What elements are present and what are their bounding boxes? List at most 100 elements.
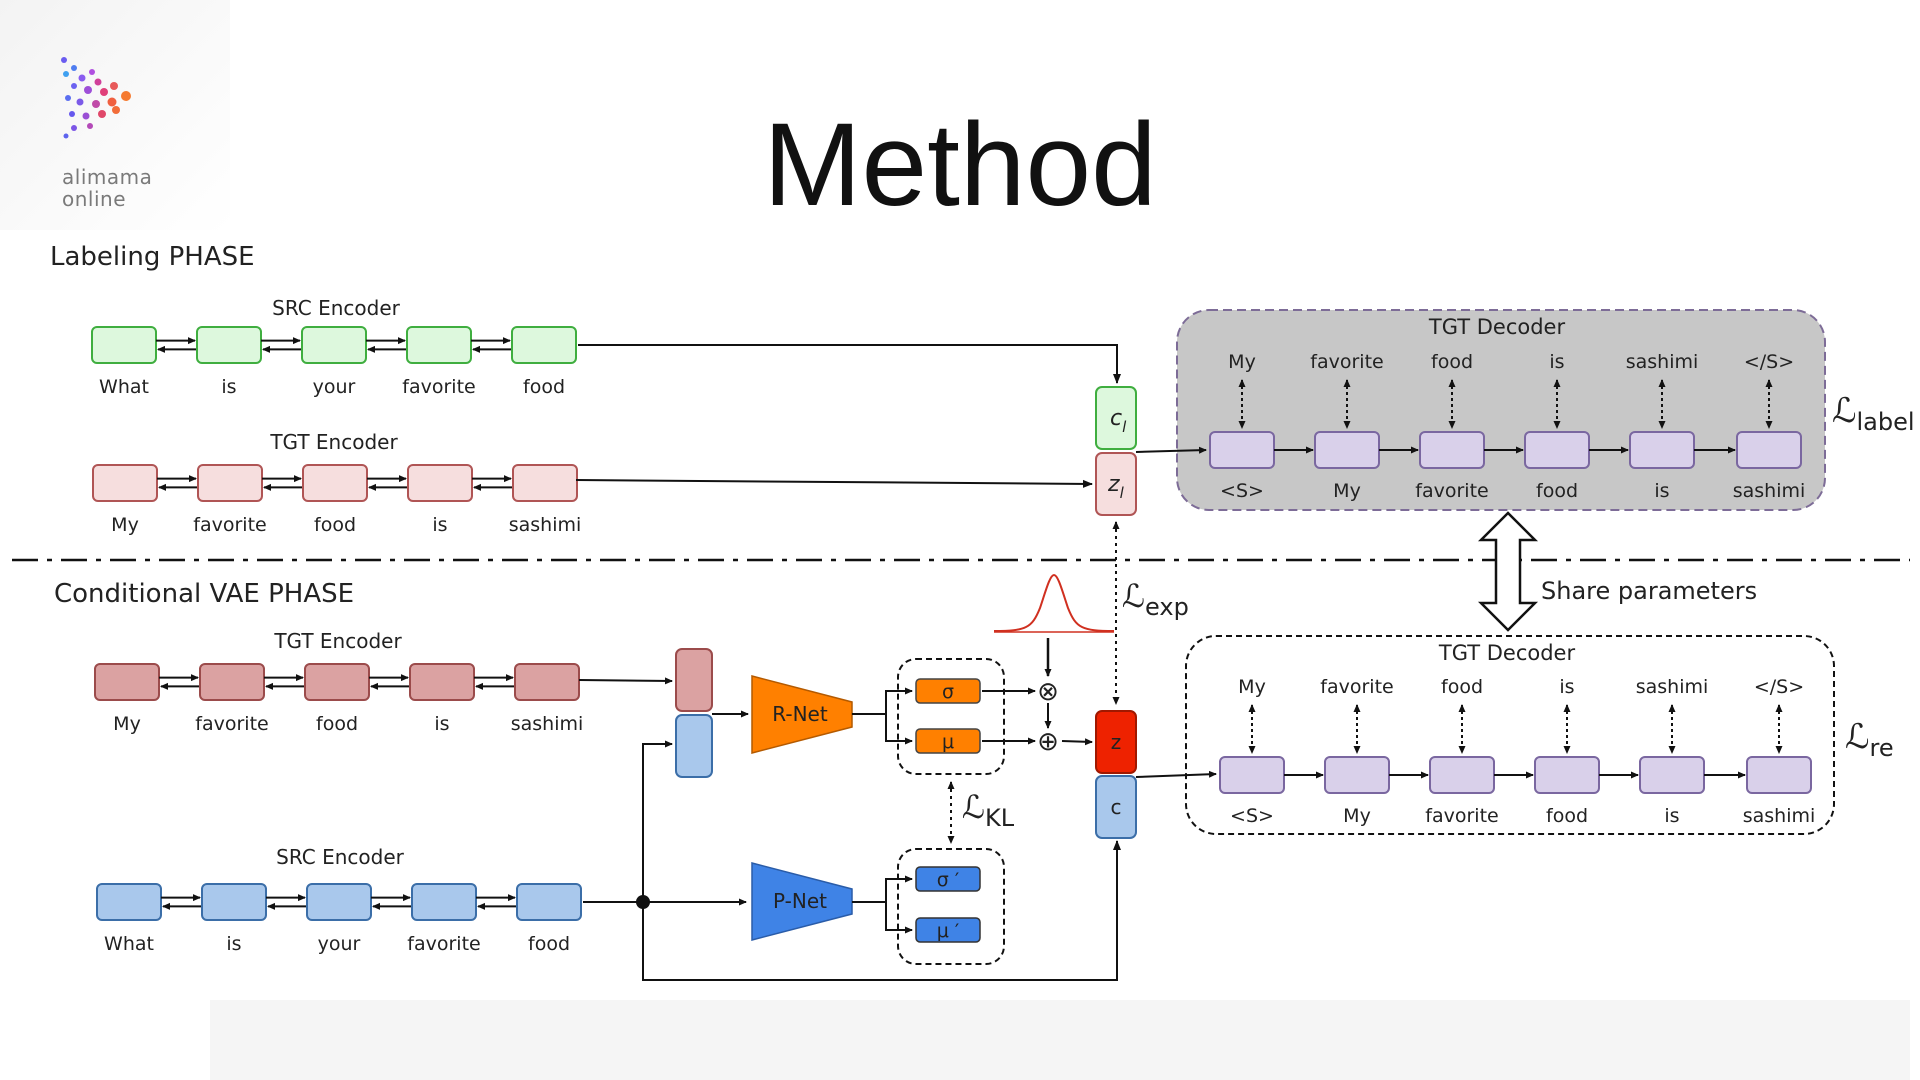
label-loss: ℒlabel [1832, 391, 1915, 436]
sigma-label: σ [942, 681, 954, 703]
label-decoder-panel [1176, 309, 1826, 511]
label-tgt-encoder-token: is [432, 514, 447, 536]
label-decoder-input-token: food [1536, 480, 1578, 502]
mu-prime-label: μ ′ [937, 920, 959, 942]
label-decoder-output-token: favorite [1310, 351, 1383, 373]
cvae-tgt-encoder-cell [409, 663, 475, 701]
cvae-src-encoder-cell [201, 883, 267, 921]
logo-text-line-1: alimama [62, 165, 153, 189]
cvae-decoder-panel [1185, 635, 1835, 835]
cvae-src-encoder-token: What [104, 933, 154, 955]
cvae-src-encoder-token: favorite [407, 933, 480, 955]
cvae-tgt-encoder-token: My [113, 713, 141, 735]
cvae-tgt-encoder-cell [304, 663, 370, 701]
exp-loss: ℒexp [1122, 577, 1189, 621]
background-shape-left [0, 0, 230, 230]
c-box [1095, 775, 1137, 839]
kl-loss: ℒKL [962, 788, 1015, 832]
cvae-decoder-cell [1534, 756, 1600, 794]
cvae-decoder-output-token: </S> [1754, 676, 1804, 698]
concat-tgt-box [675, 648, 713, 712]
branch-to-c-arrow [642, 840, 1121, 981]
sigma-box [915, 678, 981, 704]
zl-to-decoder-arrow [1135, 446, 1207, 454]
share-parameters-arrow [1477, 511, 1539, 632]
cvae-phase-label: Conditional VAE PHASE [54, 579, 354, 609]
label-src-encoder-title: SRC Encoder [272, 296, 400, 320]
gaussian-icon [993, 573, 1115, 632]
rnet-trapezoid [751, 675, 853, 754]
label-decoder-cell [1209, 431, 1275, 469]
prior-params-group [897, 848, 1005, 965]
sigma-prime-box [915, 866, 981, 892]
logo-text: alimama online [62, 166, 152, 210]
cvae-decoder-output-token: My [1238, 676, 1266, 698]
cvae-src-encoder-token: is [226, 933, 241, 955]
times-operator: ⊗ [1037, 677, 1059, 707]
label-tgt-encoder-title: TGT Encoder [269, 430, 398, 454]
pnet-trapezoid [751, 862, 853, 941]
label-src-encoder-token: food [523, 376, 565, 398]
z-label: z [1111, 730, 1122, 754]
label-tgt-encoder-cell [407, 464, 473, 502]
label-decoder-title: TGT Decoder [1428, 315, 1566, 339]
label-tgt-encoder-token: My [111, 514, 139, 536]
cvae-decoder-cell [1639, 756, 1705, 794]
branch-to-concat-arrow [642, 740, 673, 902]
cvae-src-encoder-token: food [528, 933, 570, 955]
cvae-src-encoder-cell [411, 883, 477, 921]
label-tgt-encoder-cell [302, 464, 368, 502]
label-tgt-encoder-cell [197, 464, 263, 502]
cvae-src-encoder-cell [306, 883, 372, 921]
plus-operator: ⊕ [1037, 727, 1059, 757]
cvae-tgt-encoder-title: TGT Encoder [273, 629, 402, 653]
label-src-encoder-cell [511, 326, 577, 364]
mu-box [915, 728, 981, 754]
label-decoder-cell [1736, 431, 1802, 469]
cvae-decoder-cell [1429, 756, 1495, 794]
label-src-encoder-cell [301, 326, 367, 364]
background-band-bottom [210, 1000, 1910, 1080]
cvae-decoder-input-token: favorite [1425, 805, 1498, 827]
cvae-decoder-input-token: sashimi [1743, 805, 1816, 827]
pnet-to-sigma-prime-arrow [885, 875, 913, 902]
cvae-decoder-output-token: is [1559, 676, 1574, 698]
sigma-prime-label: σ ′ [937, 869, 959, 891]
label-decoder-input-token: <S> [1220, 480, 1264, 502]
cvae-decoder: My<S>favoriteMyfoodfavoriteisfoodsashimi… [1219, 676, 1816, 827]
cvae-tgt-encoder-token: is [434, 713, 449, 735]
cvae-tgt-encoder-cell [514, 663, 580, 701]
label-decoder-cell [1314, 431, 1380, 469]
cvae-tgt-encoder-token: favorite [195, 713, 268, 735]
cvae-src-encoder-cell [516, 883, 582, 921]
c-label: c [1111, 795, 1122, 819]
cvae-tgt-encoder-cell [94, 663, 160, 701]
label-decoder-input-token: My [1333, 480, 1361, 502]
label-src-encoder-token: favorite [402, 376, 475, 398]
label-decoder-input-token: is [1654, 480, 1669, 502]
cvae-decoder-input-token: food [1546, 805, 1588, 827]
label-src-encoder-token: your [313, 376, 356, 398]
zl-label: zl [1107, 472, 1125, 502]
concat-src-box [675, 714, 713, 778]
label-decoder-output-token: food [1431, 351, 1473, 373]
cvae-decoder-output-token: sashimi [1636, 676, 1709, 698]
label-decoder-cell [1629, 431, 1695, 469]
cvae-src-encoder-title: SRC Encoder [276, 845, 404, 869]
pnet-to-mu-prime-arrow [885, 902, 913, 934]
slide-title: Method [763, 99, 1157, 231]
rnet-to-sigma-arrow [885, 687, 913, 714]
cvae-decoder-cell [1219, 756, 1285, 794]
label-tgt-encoder-token: favorite [193, 514, 266, 536]
label-decoder: My<S>favoriteMyfoodfavoriteisfoodsashimi… [1209, 351, 1805, 502]
label-decoder-output-token: My [1228, 351, 1256, 373]
cvae-tgt-encoder-token: sashimi [511, 713, 584, 735]
cvae-decoder-output-token: food [1441, 676, 1483, 698]
mu-prime-box [915, 917, 981, 943]
cvae-decoder-output-token: favorite [1320, 676, 1393, 698]
cl-box [1095, 386, 1137, 450]
label-src-encoder-cell [196, 326, 262, 364]
